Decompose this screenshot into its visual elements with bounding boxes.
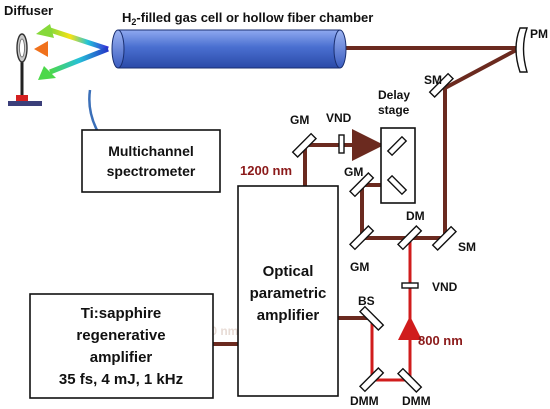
dm-label: DM <box>406 209 425 223</box>
gm-lower-label: GM <box>350 260 369 274</box>
tisapph-line3: amplifier <box>90 349 153 366</box>
beam-pm-to-sm <box>444 46 521 90</box>
opa-line1: Optical <box>263 263 314 280</box>
delay-label-line1: Delay <box>378 88 410 102</box>
dmm-right-mirror <box>396 367 423 394</box>
gas-cell-tube <box>111 29 347 69</box>
gm-middle-label: GM <box>344 165 363 179</box>
vnd-top-filter <box>338 134 345 154</box>
pm-label: PM <box>530 27 548 41</box>
gm-middle-mirror <box>348 171 375 198</box>
opa-line2: parametric <box>250 285 327 302</box>
sm-top-label: SM <box>424 73 442 87</box>
delay-label-line2: stage <box>378 103 410 117</box>
tisapph-line4: 35 fs, 4 mJ, 1 kHz <box>59 371 183 388</box>
gm-top-label: GM <box>290 113 309 127</box>
gm-lower-mirror <box>348 224 375 251</box>
spectrometer-box <box>81 129 221 193</box>
gas-cell-label: H2-filled gas cell or hollow fiber chamb… <box>122 10 373 27</box>
diffuser-icon <box>8 33 42 106</box>
sm-right-mirror <box>431 225 458 252</box>
vnd-top-label: VND <box>326 111 352 125</box>
bs-mirror <box>358 305 385 332</box>
sm-right-label: SM <box>458 240 476 254</box>
spectrometer-line2: spectrometer <box>107 163 196 179</box>
spectrometer-line1: Multichannel <box>108 143 194 159</box>
tisapph-box <box>29 293 214 399</box>
pm-mirror <box>515 27 528 73</box>
delay-mirror-bottom <box>386 174 408 196</box>
vnd-right-filter <box>401 282 419 289</box>
delay-stage-box <box>380 127 416 204</box>
tisapph-line2: regenerative <box>76 327 165 344</box>
vnd-right-label: VND <box>432 280 458 294</box>
gm-top-mirror <box>291 132 318 159</box>
dm-mirror <box>396 224 423 251</box>
dmm-left-mirror <box>358 366 385 393</box>
spectral-arrows <box>34 24 109 80</box>
opa-line3: amplifier <box>257 307 320 324</box>
dmm-left-label: DMM <box>350 394 379 408</box>
dmm-right-label: DMM <box>402 394 431 408</box>
bs-label: BS <box>358 294 375 308</box>
sm-top-mirror <box>428 72 455 99</box>
delay-mirror-top <box>386 135 408 157</box>
opa-box <box>237 185 339 397</box>
tisapph-line1: Ti:sapphire <box>81 305 162 322</box>
label-1200nm: 1200 nm <box>240 163 292 178</box>
label-800nm: 800 nm <box>418 333 463 348</box>
diffuser-label: Diffuser <box>4 3 53 18</box>
